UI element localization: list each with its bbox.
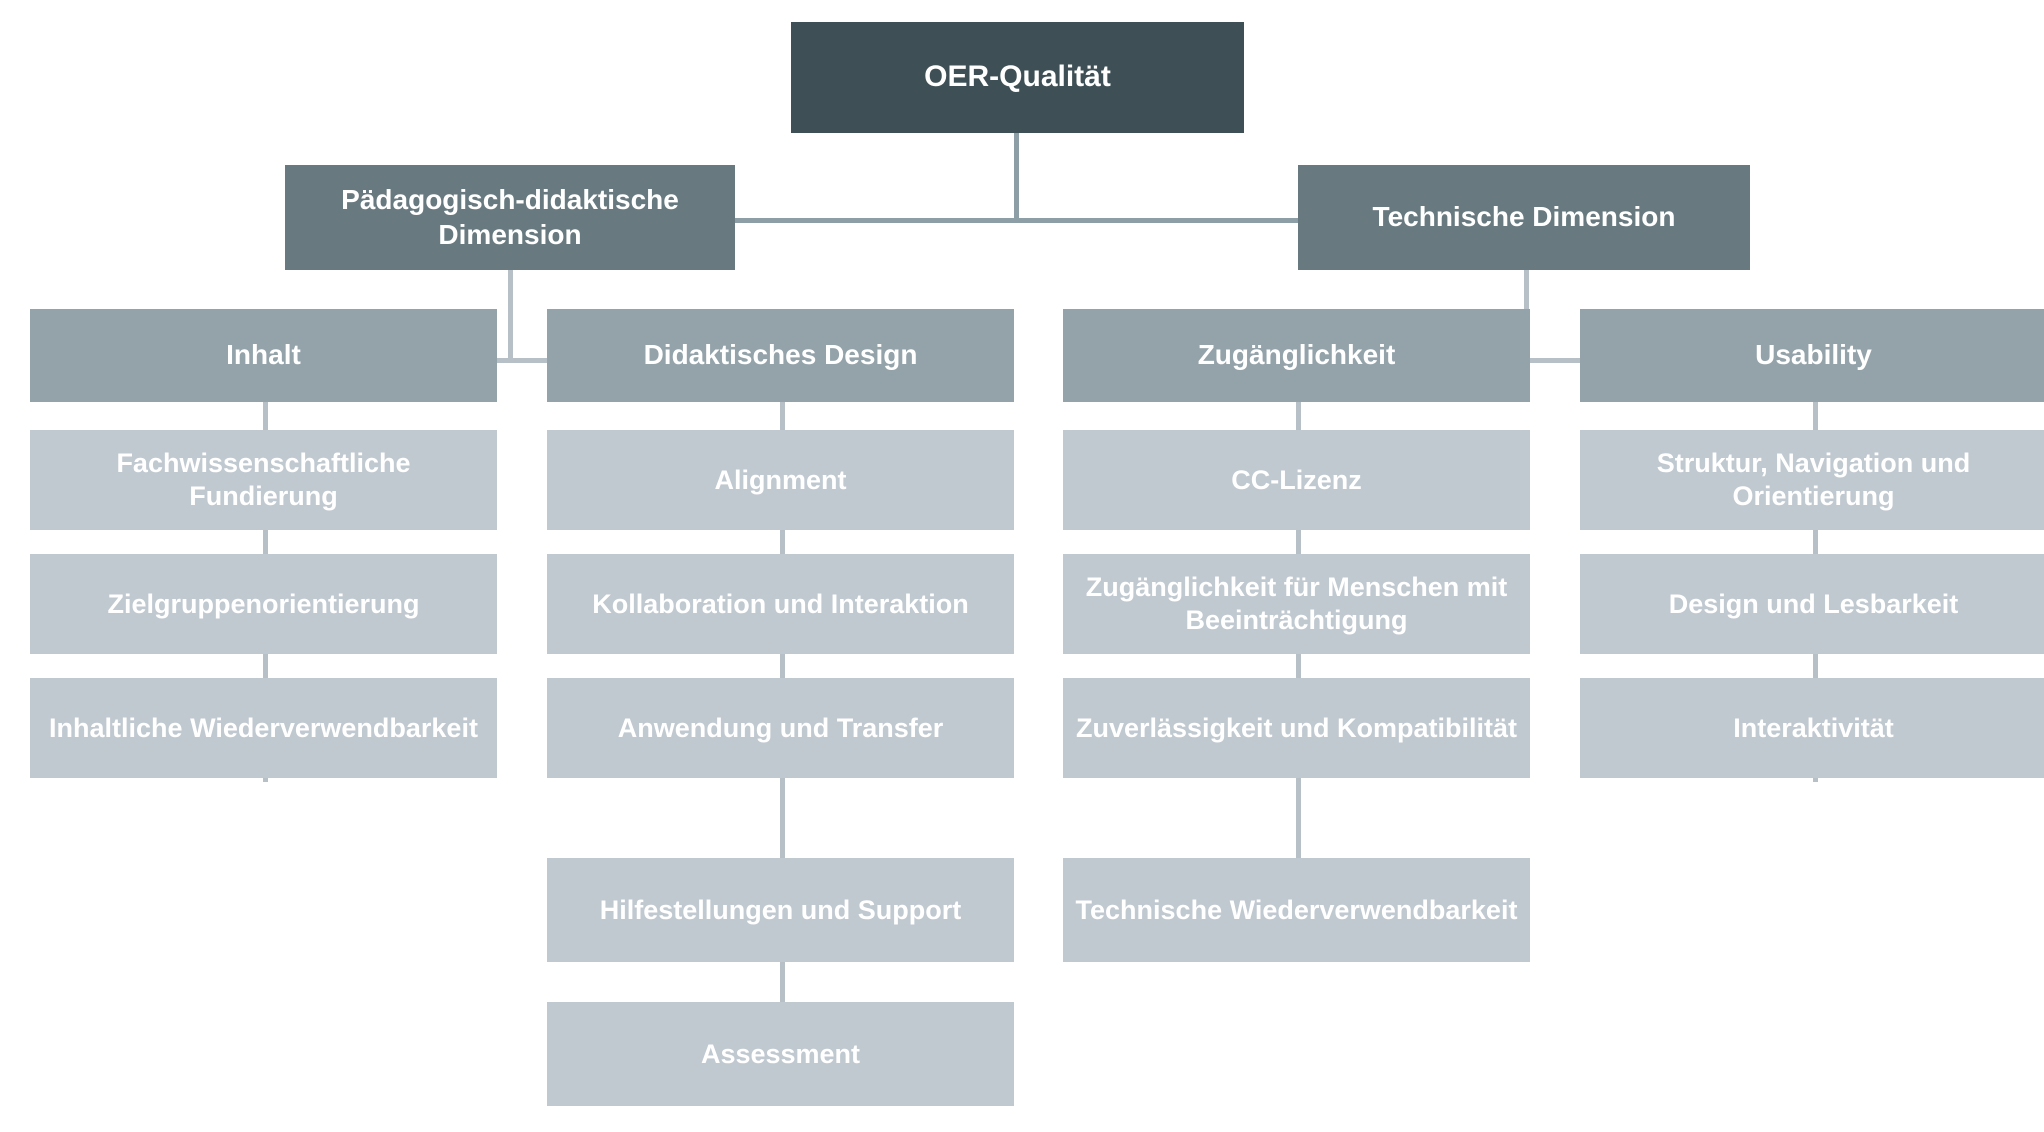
node-zugaenglichkeit[interactable]: Zugänglichkeit [1063, 309, 1530, 402]
node-label: Zielgruppenorientierung [107, 588, 420, 619]
node-fachwissenschaftliche-fundierung[interactable]: Fachwissenschaftliche Fundierung [30, 430, 497, 530]
node-design-und-lesbarkeit[interactable]: Design und Lesbarkeit [1580, 554, 2044, 654]
node-label: Usability [1755, 339, 1872, 371]
node-label: Assessment [700, 1038, 861, 1069]
connector-right-category-bar [1476, 358, 1586, 363]
connector-left-dimension-stem [508, 270, 513, 362]
node-label: Didaktisches Design [643, 339, 918, 371]
node-label: Technische Dimension [1372, 201, 1676, 233]
node-label: Inhaltliche Wiederverwendbarkeit [49, 712, 478, 743]
node-label: Pädagogisch-didaktische Dimension [341, 184, 679, 250]
node-kollaboration-und-interaktion[interactable]: Kollaboration und Interaktion [547, 554, 1014, 654]
node-interaktivitaet[interactable]: Interaktivität [1580, 678, 2044, 778]
node-label: Design und Lesbarkeit [1668, 588, 1959, 619]
node-label: Interaktivität [1733, 712, 1894, 743]
node-label: Struktur, Navigation und Orientierung [1656, 448, 1971, 511]
node-label: OER-Qualität [924, 60, 1111, 94]
node-inhaltliche-wiederverwendbarkeit[interactable]: Inhaltliche Wiederverwendbarkeit [30, 678, 497, 778]
node-zuverlaessigkeit-und-kompatibilitaet[interactable]: Zuverlässigkeit und Kompatibilität [1063, 678, 1530, 778]
node-usability[interactable]: Usability [1580, 309, 2044, 402]
connector-root-stem [1014, 133, 1019, 221]
node-label: Zuverlässigkeit und Kompatibilität [1075, 712, 1518, 743]
node-struktur-navigation-und-orientierung[interactable]: Struktur, Navigation und Orientierung [1580, 430, 2044, 530]
connector-left-category-bar [460, 358, 570, 363]
node-hilfestellungen-und-support[interactable]: Hilfestellungen und Support [547, 858, 1014, 962]
node-alignment[interactable]: Alignment [547, 430, 1014, 530]
node-technische-dimension[interactable]: Technische Dimension [1298, 165, 1750, 270]
node-assessment[interactable]: Assessment [547, 1002, 1014, 1106]
node-inhalt[interactable]: Inhalt [30, 309, 497, 402]
node-paedagogisch-didaktische-dimension[interactable]: Pädagogisch-didaktische Dimension [285, 165, 735, 270]
node-technische-wiederverwendbarkeit[interactable]: Technische Wiederverwendbarkeit [1063, 858, 1530, 962]
node-didaktisches-design[interactable]: Didaktisches Design [547, 309, 1014, 402]
node-label: Zugänglichkeit für Menschen mit Beeinträ… [1085, 572, 1508, 635]
node-label: Inhalt [226, 339, 301, 371]
node-label: Zugänglichkeit [1197, 339, 1396, 371]
node-zielgruppenorientierung[interactable]: Zielgruppenorientierung [30, 554, 497, 654]
node-label: Anwendung und Transfer [617, 712, 944, 743]
connector-dimension-bar [733, 218, 1300, 223]
node-label: Kollaboration und Interaktion [592, 588, 969, 619]
node-label: Alignment [714, 464, 847, 495]
node-label: CC-Lizenz [1231, 464, 1362, 495]
node-label: Hilfestellungen und Support [599, 894, 962, 925]
node-label: Fachwissenschaftliche Fundierung [116, 448, 411, 511]
node-cc-lizenz[interactable]: CC-Lizenz [1063, 430, 1530, 530]
node-zugaenglichkeit-fuer-menschen-mit-beeintraechtigung[interactable]: Zugänglichkeit für Menschen mit Beeinträ… [1063, 554, 1530, 654]
node-anwendung-und-transfer[interactable]: Anwendung und Transfer [547, 678, 1014, 778]
node-oer-qualitaet[interactable]: OER-Qualität [791, 22, 1244, 133]
node-label: Technische Wiederverwendbarkeit [1075, 894, 1518, 925]
